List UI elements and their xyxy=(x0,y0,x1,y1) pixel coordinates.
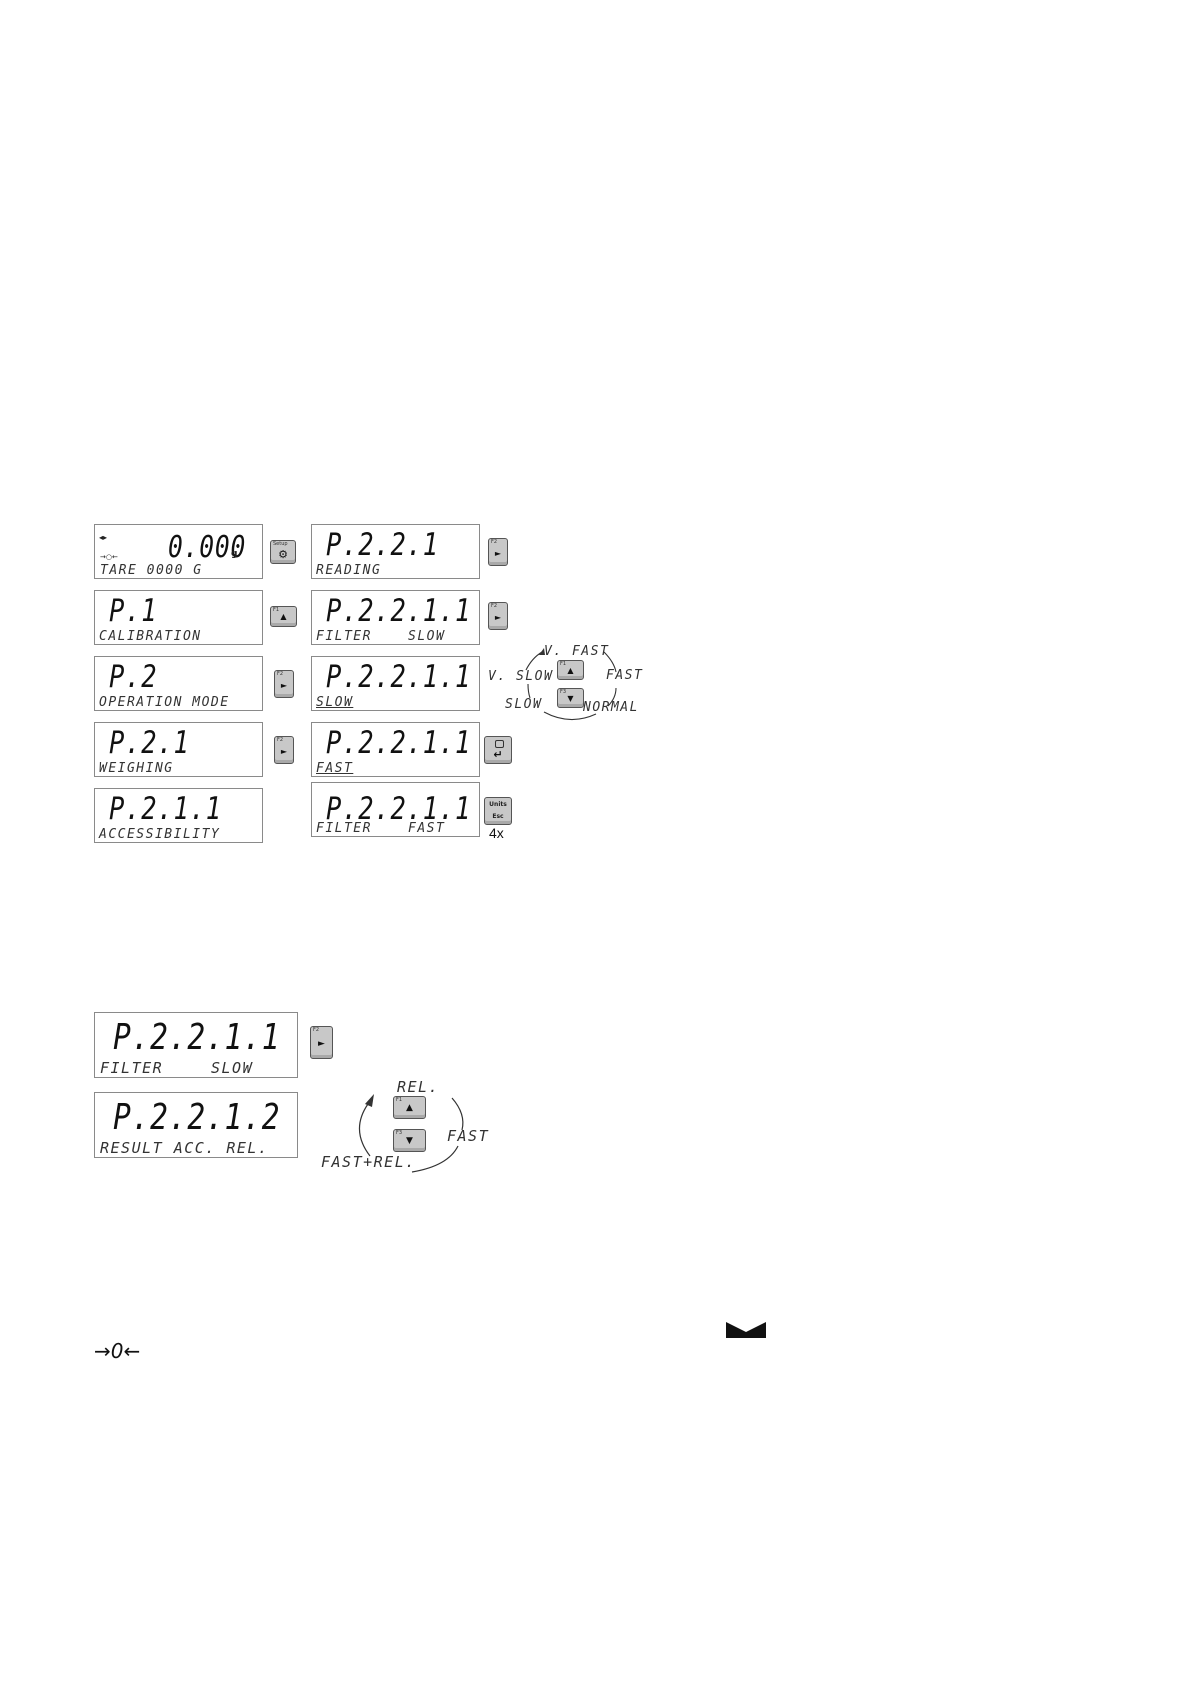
f1-up-key[interactable]: F1 ▲ xyxy=(393,1096,426,1119)
display-label: ACCESSIBILITY xyxy=(99,827,221,842)
key-label-top: Units xyxy=(489,801,507,808)
key-label: F2 xyxy=(491,539,498,545)
key-label: F1 xyxy=(560,661,567,667)
key-label: F2 xyxy=(313,1027,320,1033)
display-p2211-fast: P.2.2.1.1 FAST xyxy=(311,722,480,777)
display-p221: P.2.2.1 READING xyxy=(311,524,480,579)
display-p211: P.2.1.1 ACCESSIBILITY xyxy=(94,788,263,843)
display-p21: P.2.1 WEIGHING xyxy=(94,722,263,777)
arrow-right-icon: ► xyxy=(494,613,502,622)
units-esc-key[interactable]: Units Esc xyxy=(484,797,512,825)
print-icon xyxy=(495,740,504,748)
enter-icon: ↵ xyxy=(493,748,503,761)
display-label: FILTER xyxy=(316,629,372,644)
cycle-label-bottom-right: NORMAL xyxy=(583,700,639,715)
display-p2211-slow: P.2.2.1.1 SLOW xyxy=(311,656,480,711)
arrow-right-icon: ► xyxy=(280,747,288,756)
key-label: F3 xyxy=(396,1130,403,1136)
cycle-label-right: FAST xyxy=(447,1127,490,1145)
menu-code: P.2 xyxy=(109,659,158,695)
display-p1: P.1 CALIBRATION xyxy=(94,590,263,645)
key-label: F2 xyxy=(277,671,284,677)
cycle-label-top: V. FAST xyxy=(544,644,610,659)
cycle-label-left: V. SLOW xyxy=(488,669,554,684)
arrow-up-icon: ▲ xyxy=(280,612,287,621)
arrow-down-icon: ▼ xyxy=(406,1136,413,1146)
weight-readout: 0.000 xyxy=(168,530,247,565)
display-p2211-filter-fast: P.2.2.1.1 FILTER FAST xyxy=(311,782,480,837)
f1-up-key[interactable]: F1 ▲ xyxy=(270,606,297,627)
key-label: Setup xyxy=(273,541,288,547)
menu-code: P.2.2.1.1 xyxy=(326,791,472,827)
display-label: FAST xyxy=(316,761,354,776)
display-label: FILTER xyxy=(316,821,372,836)
display-label: READING xyxy=(316,563,382,578)
menu-code: P.2.2.1.1 xyxy=(326,725,472,761)
f2-right-key[interactable]: F2 ► xyxy=(274,670,294,698)
gear-icon: ⚙ xyxy=(278,548,288,561)
cycle-label-bottom-left: SLOW xyxy=(505,697,543,712)
arrow-down-icon: ▼ xyxy=(567,694,574,703)
cycle-label-bottom: FAST+REL. xyxy=(321,1153,416,1171)
display-p2: P.2 OPERATION MODE xyxy=(94,656,263,711)
key-label-bottom: Esc xyxy=(492,813,504,820)
unit-label: g xyxy=(231,549,238,559)
display-value: FAST xyxy=(408,821,446,836)
cycle-label-right: FAST xyxy=(606,668,644,683)
display-label: CALIBRATION xyxy=(99,629,202,644)
display-label: RESULT ACC. REL. xyxy=(100,1139,269,1157)
repeat-count: 4x xyxy=(489,825,504,841)
menu-code: P.2.2.1.1 xyxy=(326,659,472,695)
display-label: WEIGHING xyxy=(99,761,174,776)
cycle-arrows xyxy=(525,648,617,721)
menu-code: P.2.2.1.1 xyxy=(113,1017,281,1058)
stability-marker: ◂▸ xyxy=(99,533,108,542)
menu-code: P.2.2.1 xyxy=(326,527,439,563)
display-p2211-filter-slow: P.2.2.1.1 FILTER SLOW xyxy=(311,590,480,645)
f1-up-key[interactable]: F1 ▲ xyxy=(557,660,584,680)
menu-code: P.1 xyxy=(109,593,158,629)
setup-key[interactable]: Setup ⚙ xyxy=(270,540,296,564)
f2-right-key[interactable]: F2 ► xyxy=(488,538,508,566)
menu-code: P.2.2.1.2 xyxy=(113,1097,281,1138)
arrow-right-icon: ► xyxy=(280,681,288,690)
f2-right-key[interactable]: F2 ► xyxy=(310,1026,333,1059)
display-p2211-filter-slow: P.2.2.1.1 FILTER SLOW xyxy=(94,1012,298,1078)
arrow-up-icon: ▲ xyxy=(406,1103,413,1113)
menu-code: P.2.2.1.1 xyxy=(326,593,472,629)
display-tare: ◂▸ →○← 0.000 g TARE 0000 G xyxy=(94,524,263,579)
arrow-right-icon: ► xyxy=(318,1039,325,1049)
menu-code: P.2.1.1 xyxy=(109,791,222,827)
key-label: F2 xyxy=(277,737,284,743)
enter-key[interactable]: ↵ xyxy=(484,736,512,764)
key-label: F1 xyxy=(396,1097,403,1103)
zero-marker: →○← xyxy=(100,553,118,561)
display-value: SLOW xyxy=(211,1059,254,1077)
key-label: F1 xyxy=(273,607,280,613)
display-p2212: P.2.2.1.2 RESULT ACC. REL. xyxy=(94,1092,298,1158)
display-label: TARE 0000 G xyxy=(100,563,203,578)
f2-right-key[interactable]: F2 ► xyxy=(488,602,508,630)
display-label: SLOW xyxy=(316,695,354,710)
menu-code: P.2.1 xyxy=(109,725,190,761)
key-label: F2 xyxy=(491,603,498,609)
f3-down-key[interactable]: F3 ▼ xyxy=(393,1129,426,1152)
arrow-right-icon: ► xyxy=(494,549,502,558)
zero-symbol: →0← xyxy=(94,1339,141,1363)
display-label: FILTER xyxy=(100,1059,164,1077)
f2-right-key[interactable]: F2 ► xyxy=(274,736,294,764)
f3-down-key[interactable]: F3 ▼ xyxy=(557,688,584,708)
cycle-label-top: REL. xyxy=(397,1078,440,1096)
cycle-arrows xyxy=(358,1094,464,1173)
arrow-up-icon: ▲ xyxy=(567,666,574,675)
display-value: SLOW xyxy=(408,629,446,644)
stability-icon xyxy=(726,1322,766,1338)
display-label: OPERATION MODE xyxy=(99,695,230,710)
key-label: F3 xyxy=(560,689,567,695)
